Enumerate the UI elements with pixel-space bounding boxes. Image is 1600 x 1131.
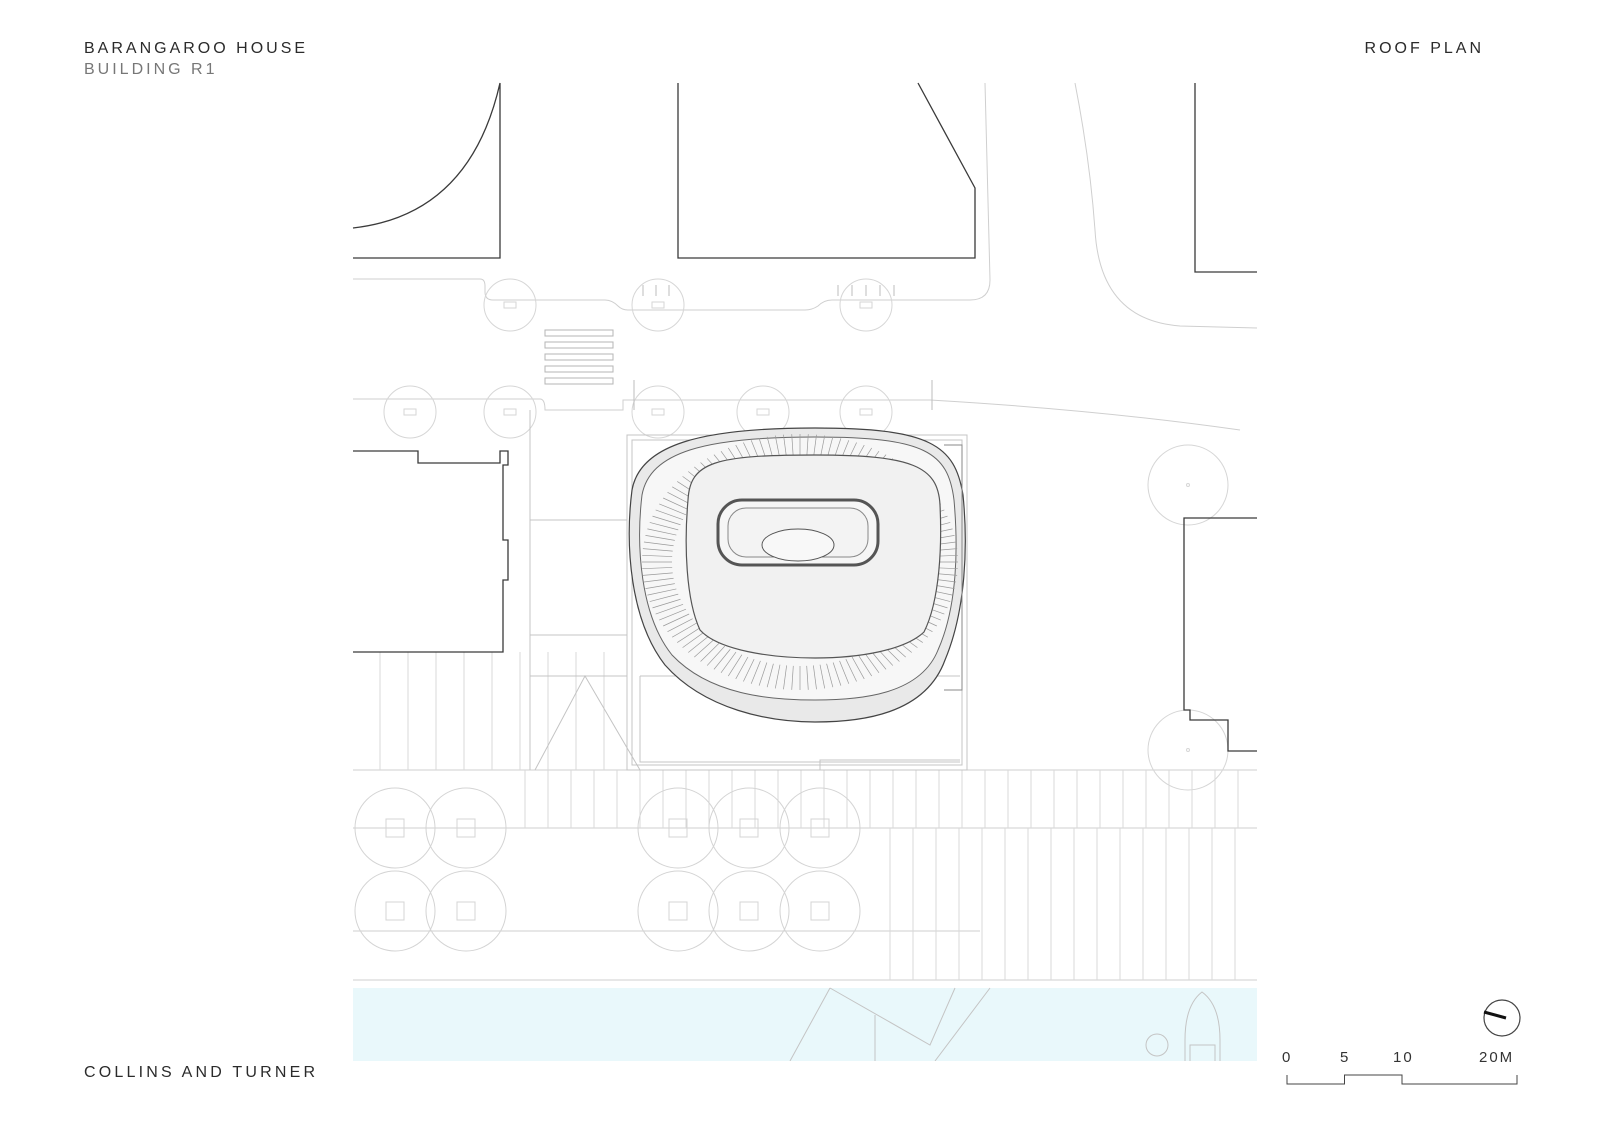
building-subtitle: BUILDING R1 xyxy=(84,61,218,78)
north-arrow-icon xyxy=(1483,999,1521,1037)
sheet-title: ROOF PLAN xyxy=(1364,40,1484,57)
plaza-trees xyxy=(354,787,861,952)
project-title: BARANGAROO HOUSE xyxy=(84,40,309,57)
scale-label-10: 10 xyxy=(1393,1049,1414,1066)
firm-name: COLLINS AND TURNER xyxy=(84,1064,319,1081)
roof-central-opening xyxy=(761,528,835,562)
street-trees xyxy=(383,278,1229,791)
scale-label-20m: 20M xyxy=(1479,1049,1515,1066)
neighbouring-buildings xyxy=(352,82,1257,752)
building-r1-roof xyxy=(628,427,966,723)
pedestrian-crossing xyxy=(544,329,614,385)
scale-label-0: 0 xyxy=(1282,1049,1293,1066)
paving-grid xyxy=(379,652,1239,980)
scale-bar xyxy=(1286,1074,1518,1085)
harbour-water xyxy=(353,988,1257,1061)
scale-label-5: 5 xyxy=(1340,1049,1351,1066)
bollards xyxy=(633,285,933,410)
